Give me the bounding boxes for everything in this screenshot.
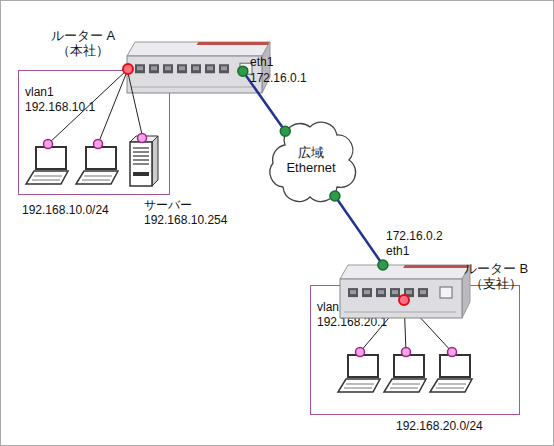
host-port-dot (44, 140, 53, 149)
router-name: ルーター A （本社） (43, 28, 123, 58)
subnet-label: 192.168.20.0/24 (396, 419, 516, 434)
host-port-dot (138, 134, 147, 143)
wan-cloud: 広域 Ethernet (265, 115, 357, 205)
router-outline (340, 265, 470, 320)
router-outline (127, 42, 270, 95)
laptop-symbol (76, 147, 118, 184)
ip-address: 172.16.0.2 (386, 229, 443, 244)
laptop-symbol (26, 147, 68, 184)
subnet-label: 192.168.10.0/24 (22, 203, 142, 218)
network-link (335, 196, 383, 265)
lan-port-dot (123, 64, 133, 74)
host-port-dot (402, 348, 411, 357)
port-name: eth1 (386, 244, 409, 259)
ip-address: 172.16.0.1 (250, 71, 307, 86)
cloud-label: 広域 Ethernet (282, 145, 340, 175)
wan-port-dot (238, 66, 248, 76)
server-label: サーバー 192.168.10.254 (144, 198, 244, 228)
interface-address: vlan1 192.168.10.1 (25, 85, 115, 115)
lan-port-dot (399, 295, 409, 305)
server-device: サーバー 192.168.10.254 (128, 136, 158, 186)
port-name: eth1 (250, 55, 273, 70)
wan-port-dot (280, 126, 290, 136)
router-name: ルーター B （支社） (456, 261, 536, 291)
wan-port-dot (378, 260, 388, 270)
laptop-symbol (384, 355, 426, 392)
laptop-symbol (338, 355, 380, 392)
laptop-symbol (430, 355, 472, 392)
host-port-dot (356, 348, 365, 357)
host-port-dot (448, 348, 457, 357)
router-device: ルーター B （支社） (340, 265, 470, 320)
router-device: ルーター A （本社） (127, 42, 270, 95)
server-outline (128, 136, 158, 186)
wan-port-dot (330, 191, 340, 201)
host-port-dot (94, 140, 103, 149)
